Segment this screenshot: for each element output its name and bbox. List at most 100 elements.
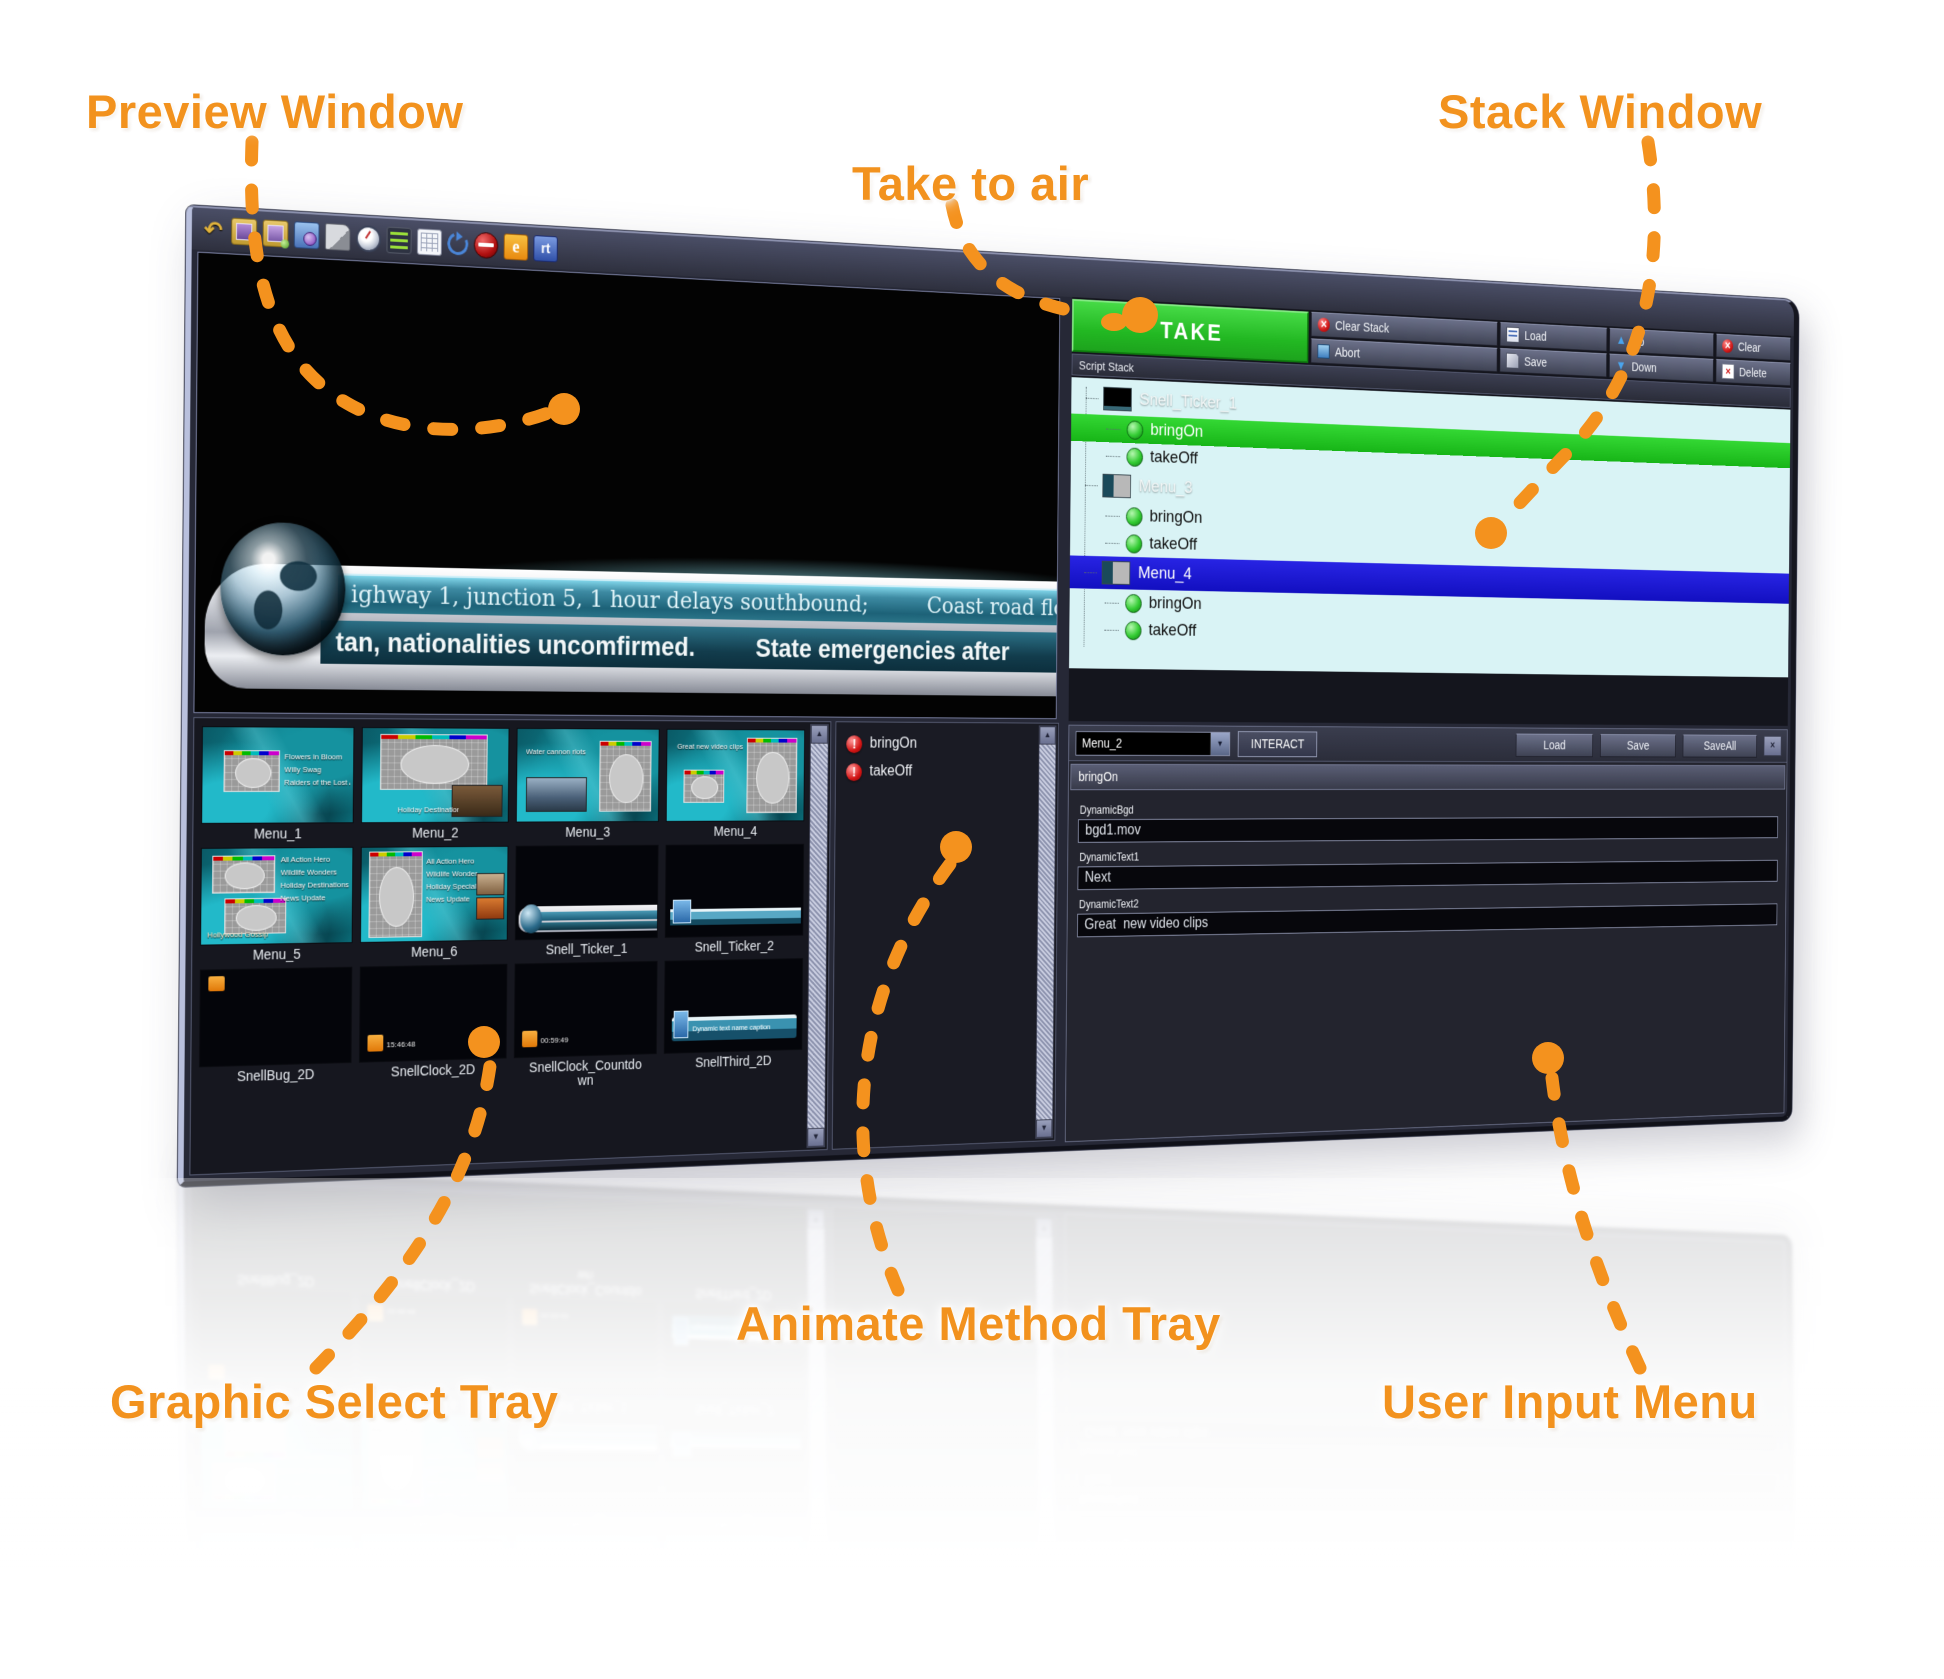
take-button[interactable]: TAKE — [1071, 298, 1309, 364]
stack-row-label: Menu_3 — [1138, 476, 1193, 498]
tray-item-menu-5[interactable]: All Action Hero Wildlife Wonders Holiday… — [200, 846, 354, 966]
thumbnail-label: SnellThird_2D — [695, 1052, 772, 1071]
thumbnail-label: Menu_5 — [252, 945, 301, 963]
load-stack-button[interactable]: Load — [1499, 321, 1608, 352]
testcard-graphic — [223, 750, 281, 793]
stack-row-label: bringOn — [1150, 420, 1204, 442]
annotation-label-stack-window: Stack Window — [1438, 85, 1763, 138]
bug-logo-graphic — [208, 975, 226, 992]
testcard-graphic — [598, 740, 652, 813]
thumbnail-label: Menu_1 — [253, 825, 302, 842]
tray-item-snellbug-2d[interactable]: SnellBug_2D — [199, 966, 353, 1088]
tray-item-menu-2[interactable]: Holiday Destinations Menu_2 — [361, 727, 510, 843]
animate-tray-scrollbar[interactable] — [1035, 725, 1057, 1139]
save-values-button[interactable]: Save — [1599, 733, 1676, 757]
tray-item-menu-4[interactable]: Great new video clips Menu_4 — [665, 728, 806, 841]
thumbnail-image: Great new video clips — [665, 728, 806, 822]
tray-item-menu-1[interactable]: Flowers in Bloom Willy Swag Raiders of t… — [201, 726, 355, 844]
move-up-button[interactable]: Up — [1609, 327, 1714, 358]
thumbnail-label: Menu_3 — [565, 824, 611, 840]
method-section-header: bringOn — [1070, 763, 1786, 791]
method-label: bringOn — [869, 735, 918, 752]
thumbnail-label: SnellClock_2D — [390, 1061, 476, 1080]
dropdown-value: Menu_2 — [1081, 735, 1123, 751]
thumbnail-image: Flowers in Bloom Willy Swag Raiders of t… — [201, 726, 355, 824]
e-app-icon[interactable]: e — [503, 233, 529, 261]
graphic-tray-scrollbar[interactable] — [806, 723, 829, 1148]
screen-capture-icon[interactable] — [293, 221, 320, 250]
thumbnail-image: Holiday Destinations — [361, 727, 510, 824]
thumbnail-label: Menu_6 — [410, 943, 458, 960]
field-label-dynamicbgd: DynamicBgd — [1079, 803, 1134, 817]
tray-item-menu-6[interactable]: All Action Hero Wildlife Wonders Holiday… — [360, 845, 509, 963]
graphic-select-dropdown[interactable]: Menu_2 — [1075, 730, 1231, 756]
delete-document-icon — [1721, 363, 1735, 380]
tray-item-snellclock-2d[interactable]: 15:46:48 SnellClock_2D — [358, 963, 508, 1083]
dynamictext1-field[interactable] — [1077, 859, 1778, 891]
scroll-down-icon[interactable] — [1036, 1119, 1053, 1138]
animate-method-takeoff[interactable]: takeOff — [836, 758, 1058, 786]
green-status-icon — [1125, 533, 1143, 554]
stack-row-label: takeOff — [1149, 534, 1198, 555]
window-layout-icon[interactable] — [231, 217, 258, 246]
delete-button[interactable]: Delete — [1715, 358, 1791, 387]
thumb-text-lines: Great new video clips — [676, 742, 744, 752]
page-icon[interactable] — [324, 223, 351, 252]
gauge-icon[interactable] — [355, 224, 382, 253]
thumbnail-image: Dynamic text name caption — [663, 958, 804, 1054]
task-list-icon[interactable] — [386, 226, 412, 255]
thumbnail-grid: Flowers in Bloom Willy Swag Raiders of t… — [199, 726, 806, 1088]
animate-method-bringon[interactable]: bringOn — [836, 730, 1058, 759]
testcard-graphic — [368, 851, 423, 939]
clear-button[interactable]: Clear — [1715, 333, 1792, 362]
chevron-down-icon[interactable] — [1209, 732, 1230, 755]
undo-icon[interactable] — [201, 217, 225, 243]
scroll-up-icon[interactable] — [810, 724, 828, 744]
saveall-values-button[interactable]: SaveAll — [1682, 734, 1758, 758]
red-x-icon — [1317, 317, 1330, 333]
thumb-text-lines: All Action Hero Wildlife Wonders Holiday… — [425, 856, 478, 904]
thumbnail-image — [199, 966, 353, 1068]
photo-graphic — [476, 872, 505, 896]
annotation-label-take-to-air: Take to air — [852, 157, 1090, 210]
rt-app-icon[interactable]: rt — [533, 235, 558, 263]
thumb-text-lines: Water cannon riots — [525, 747, 586, 757]
right-column: TAKE Clear Stack Abort — [1058, 297, 1793, 1146]
load-values-button[interactable]: Load — [1515, 733, 1594, 757]
tray-item-snellthird-2d[interactable]: Dynamic text name caption SnellThird_2D — [663, 958, 804, 1073]
stack-button-column: Load Save — [1499, 321, 1608, 378]
app-window: e rt ighway 1, junction 5, 1 hour delays… — [177, 205, 1799, 1187]
scroll-down-icon[interactable] — [807, 1127, 825, 1148]
save-stack-button[interactable]: Save — [1499, 347, 1608, 378]
user-input-toolbar: Menu_2 INTERACT Load Save SaveAll — [1069, 725, 1787, 763]
stack-row-label: takeOff — [1150, 447, 1198, 469]
dynamicbgd-field[interactable] — [1077, 816, 1779, 843]
window-properties-icon[interactable] — [262, 219, 289, 248]
user-input-menu: Menu_2 INTERACT Load Save SaveAll bringO… — [1064, 724, 1788, 1143]
animate-method-list: bringOn takeOff — [836, 722, 1058, 785]
thumbnail-label: Snell_Ticker_1 — [545, 940, 628, 958]
tray-item-snell-ticker-2[interactable]: Snell_Ticker_2 — [664, 843, 805, 957]
up-arrow-icon — [1616, 333, 1627, 347]
tray-item-snell-ticker-1[interactable]: Snell_Ticker_1 — [514, 844, 659, 960]
stack-row-label: Menu_4 — [1138, 563, 1192, 584]
animate-method-tray: bringOn takeOff — [831, 721, 1059, 1150]
tray-item-menu-3[interactable]: Water cannon riots Menu_3 — [515, 727, 660, 842]
tray-item-snellclock-countdown[interactable]: 00:59:49 SnellClock_Countdown — [513, 960, 658, 1088]
annotation-label-graphic-select-tray: Graphic Select Tray — [110, 1375, 559, 1428]
refresh-icon[interactable] — [444, 229, 472, 259]
move-down-button[interactable]: Down — [1608, 353, 1714, 383]
spreadsheet-icon[interactable] — [416, 228, 442, 257]
thumbnail-image — [514, 844, 659, 941]
annotation-label-animate-method-tray: Animate Method Tray — [736, 1297, 1221, 1350]
clock-time-text: 15:46:48 — [386, 1039, 416, 1049]
close-icon[interactable] — [1763, 735, 1782, 757]
stop-icon[interactable] — [473, 231, 499, 260]
thumbnail-image: 00:59:49 — [513, 960, 658, 1059]
thumbnail-image: All Action Hero Wildlife Wonders Holiday… — [200, 846, 354, 946]
interact-button[interactable]: INTERACT — [1237, 730, 1318, 757]
thumbnail-image: 15:46:48 — [358, 963, 508, 1063]
load-document-icon — [1506, 326, 1520, 343]
scroll-up-icon[interactable] — [1039, 726, 1056, 745]
